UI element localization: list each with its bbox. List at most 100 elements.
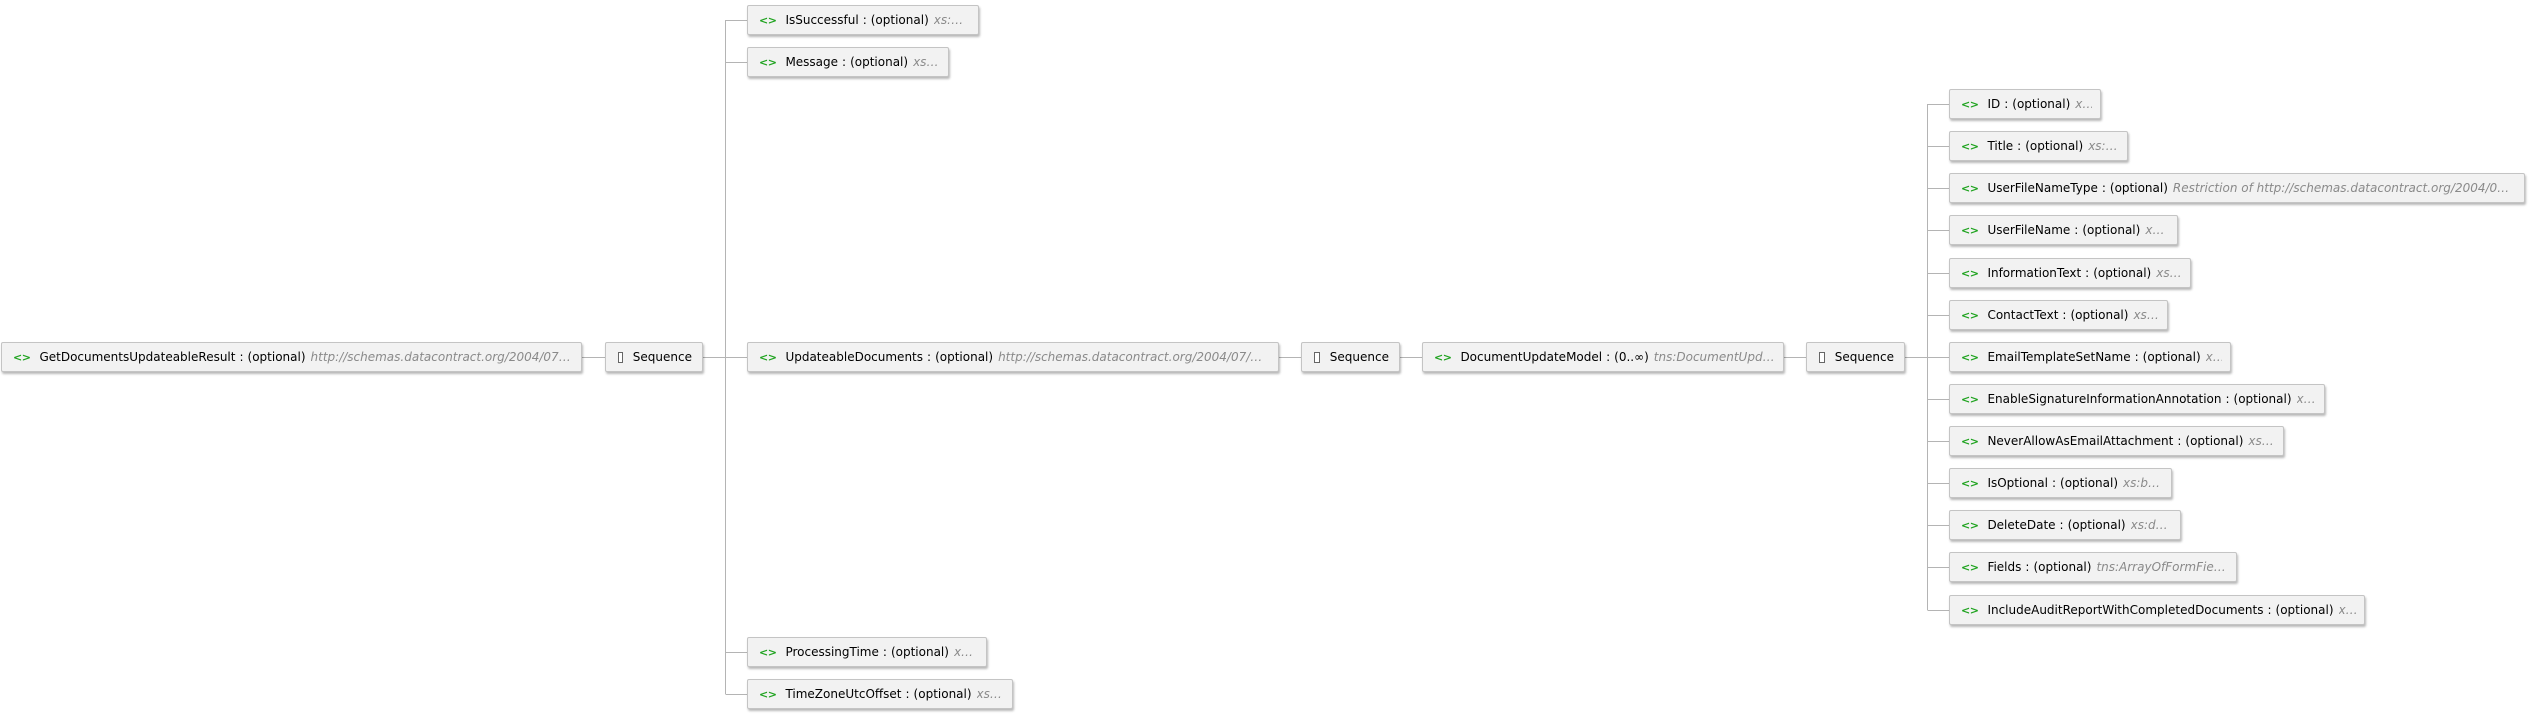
separator: :	[2004, 97, 2009, 111]
sequence-node-3[interactable]: Sequence	[1806, 342, 1905, 372]
element-cardinality: (optional)	[2082, 223, 2141, 237]
sequence-label: Sequence	[1834, 350, 1894, 364]
element-icon: <>	[1434, 350, 1452, 364]
element-name: DocumentUpdateModel	[1460, 350, 1603, 364]
element-cardinality: (optional)	[913, 687, 972, 701]
separator: :	[927, 350, 932, 364]
element-cardinality: (optional)	[2025, 139, 2084, 153]
element-cardinality: (optional)	[890, 645, 949, 659]
element-cardinality: (optional)	[2109, 181, 2168, 195]
element-icon: <>	[1961, 181, 1979, 195]
separator: :	[842, 55, 847, 69]
element-name: EmailTemplateSetName	[1987, 350, 2131, 364]
element-icon: <>	[1961, 476, 1979, 490]
element-name: UpdateableDocuments	[785, 350, 924, 364]
separator: :	[2059, 518, 2064, 532]
element-cardinality: (optional)	[2185, 434, 2244, 448]
element-icon: <>	[13, 350, 31, 364]
element-name: UserFileName	[1987, 223, 2071, 237]
element-user-file-name-type[interactable]: <> UserFileNameType:(optional) Restricti…	[1949, 173, 2525, 203]
sequence-icon	[618, 351, 623, 363]
element-user-file-name[interactable]: <> UserFileName:(optional) xs:string	[1949, 215, 2178, 245]
element-icon: <>	[759, 645, 777, 659]
element-name: EnableSignatureInformationAnnotation	[1987, 392, 2222, 406]
element-cardinality: (optional)	[2093, 266, 2152, 280]
separator: :	[2074, 223, 2079, 237]
separator: :	[2025, 560, 2030, 574]
separator: :	[2267, 603, 2272, 617]
element-cardinality: (optional)	[2012, 97, 2071, 111]
element-name: IncludeAuditReportWithCompletedDocuments	[1987, 603, 2264, 617]
element-name: ContactText	[1987, 308, 2059, 322]
element-get-documents-updateable-result[interactable]: <> GetDocumentsUpdateableResult:(optiona…	[1, 342, 582, 372]
element-information-text[interactable]: <> InformationText:(optional) xs:string	[1949, 258, 2191, 288]
element-title[interactable]: <> Title:(optional) xs:string	[1949, 131, 2128, 161]
sequence-icon	[1819, 351, 1825, 363]
element-enable-signature-information-annotation[interactable]: <> EnableSignatureInformationAnnotation:…	[1949, 384, 2325, 414]
separator: :	[862, 13, 867, 27]
element-icon: <>	[1961, 434, 1979, 448]
element-icon: <>	[1961, 139, 1979, 153]
element-name: Message	[785, 55, 839, 69]
element-name: TimeZoneUtcOffset	[785, 687, 902, 701]
sequence-node-1[interactable]: Sequence	[605, 342, 703, 372]
element-include-audit-report-with-completed-documents[interactable]: <> IncludeAuditReportWithCompletedDocume…	[1949, 595, 2365, 625]
element-email-template-set-name[interactable]: <> EmailTemplateSetName:(optional) xs:st…	[1949, 342, 2231, 372]
element-type: tns:DocumentUpdateModel	[1653, 350, 1775, 364]
element-cardinality: (optional)	[2033, 560, 2092, 574]
element-icon: <>	[759, 55, 777, 69]
separator: :	[2062, 308, 2067, 322]
element-name: IsSuccessful	[785, 13, 859, 27]
element-type: xs:int	[2075, 97, 2092, 111]
element-icon: <>	[1961, 560, 1979, 574]
separator: :	[882, 645, 887, 659]
element-is-optional[interactable]: <> IsOptional:(optional) xs:boolean	[1949, 468, 2172, 498]
element-type: xs:boolean	[933, 13, 970, 27]
sequence-node-2[interactable]: Sequence	[1301, 342, 1400, 372]
element-cardinality: (optional)	[2142, 350, 2201, 364]
element-cardinality: (optional)	[2060, 476, 2119, 490]
element-type: xs:string	[2156, 266, 2182, 280]
element-cardinality: (optional)	[2067, 518, 2126, 532]
separator: :	[905, 687, 910, 701]
element-cardinality: (optional)	[935, 350, 994, 364]
element-icon: <>	[1961, 223, 1979, 237]
element-type: xs:string	[913, 55, 940, 69]
element-type: xs:boolean	[2338, 603, 2356, 617]
separator: :	[2134, 350, 2139, 364]
element-cardinality: (0..∞)	[1614, 350, 1649, 364]
element-type: xs:boolean	[2123, 476, 2163, 490]
element-time-zone-utc-offset[interactable]: <> TimeZoneUtcOffset:(optional) xs:doubl…	[747, 679, 1013, 709]
element-name: InformationText	[1987, 266, 2082, 280]
element-id[interactable]: <> ID:(optional) xs:int	[1949, 89, 2101, 119]
element-never-allow-as-email-attachment[interactable]: <> NeverAllowAsEmailAttachment:(optional…	[1949, 426, 2284, 456]
element-updateable-documents[interactable]: <> UpdateableDocuments:(optional) http:/…	[747, 342, 1279, 372]
element-icon: <>	[1961, 308, 1979, 322]
element-message[interactable]: <> Message:(optional) xs:string	[747, 47, 949, 77]
element-contact-text[interactable]: <> ContactText:(optional) xs:string	[1949, 300, 2168, 330]
separator: :	[1606, 350, 1611, 364]
element-icon: <>	[759, 687, 777, 701]
element-type: xs:string	[953, 645, 978, 659]
element-is-successful[interactable]: <> IsSuccessful:(optional) xs:boolean	[747, 5, 979, 35]
element-cardinality: (optional)	[850, 55, 909, 69]
element-cardinality: (optional)	[247, 350, 306, 364]
separator: :	[2017, 139, 2022, 153]
element-icon: <>	[1961, 518, 1979, 532]
element-cardinality: (optional)	[870, 13, 929, 27]
sequence-label: Sequence	[632, 350, 692, 364]
element-name: DeleteDate	[1987, 518, 2056, 532]
element-delete-date[interactable]: <> DeleteDate:(optional) xs:dateTime	[1949, 510, 2181, 540]
element-processing-time[interactable]: <> ProcessingTime:(optional) xs:string	[747, 637, 987, 667]
separator: :	[2101, 181, 2106, 195]
element-name: Fields	[1987, 560, 2022, 574]
element-icon: <>	[1961, 392, 1979, 406]
element-name: NeverAllowAsEmailAttachment	[1987, 434, 2174, 448]
element-type: tns:ArrayOfFormFieldModel	[2096, 560, 2228, 574]
element-icon: <>	[759, 13, 777, 27]
element-name: Title	[1987, 139, 2014, 153]
element-fields[interactable]: <> Fields:(optional) tns:ArrayOfFormFiel…	[1949, 552, 2237, 582]
element-document-update-model[interactable]: <> DocumentUpdateModel:(0..∞) tns:Docume…	[1422, 342, 1784, 372]
element-type: xs:string	[2088, 139, 2119, 153]
separator: :	[2085, 266, 2090, 280]
